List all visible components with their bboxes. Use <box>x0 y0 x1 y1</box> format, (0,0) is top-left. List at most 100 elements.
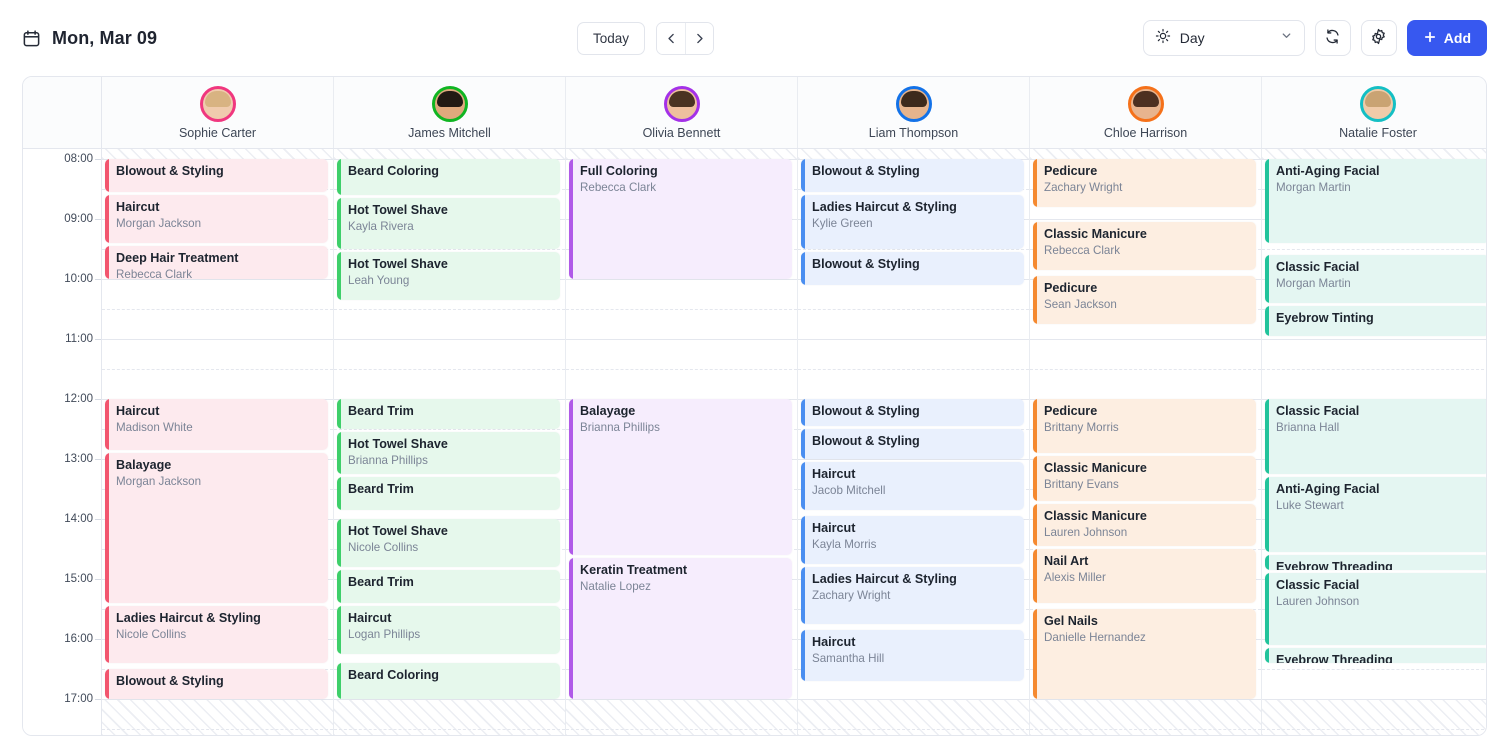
calendar-event[interactable]: Blowout & Styling <box>801 159 1024 192</box>
event-title: Hot Towel Shave <box>348 203 448 217</box>
event-accent-bar <box>801 252 805 285</box>
calendar-event[interactable]: Blowout & Styling <box>801 399 1024 426</box>
time-tick-label: 16:00 <box>64 633 93 645</box>
resource-name: Natalie Foster <box>1339 125 1417 140</box>
resource-header-3[interactable]: Olivia Bennett <box>566 77 798 148</box>
event-accent-bar <box>105 159 109 192</box>
calendar-event[interactable]: Blowout & Styling <box>105 159 328 192</box>
calendar-event[interactable]: Blowout & Styling <box>105 669 328 699</box>
calendar-event[interactable]: Eyebrow Tinting <box>1265 306 1486 336</box>
event-client-name: Jacob Mitchell <box>812 484 886 497</box>
calendar-event[interactable]: Beard Coloring <box>337 159 560 195</box>
event-accent-bar <box>1265 159 1269 243</box>
next-day-button[interactable] <box>685 23 714 54</box>
view-mode-select[interactable]: Day <box>1142 20 1305 56</box>
time-tick-mark <box>95 339 101 340</box>
time-tick-mark <box>95 399 101 400</box>
calendar-event[interactable]: Beard Trim <box>337 477 560 510</box>
calendar-event[interactable]: Blowout & Styling <box>801 429 1024 459</box>
event-title: Keratin Treatment <box>580 563 688 577</box>
resource-header-gutter <box>23 77 102 148</box>
gridline-half-hour <box>798 249 1029 250</box>
gridline-hour <box>1030 219 1261 220</box>
unavailable-band-top <box>334 149 565 159</box>
event-accent-bar <box>1033 399 1037 453</box>
time-tick-mark <box>95 579 101 580</box>
resource-header-6[interactable]: Natalie Foster <box>1262 77 1486 148</box>
event-title: Ladies Haircut & Styling <box>116 611 261 625</box>
event-title: Anti-Aging Facial <box>1276 164 1380 178</box>
event-accent-bar <box>337 399 341 429</box>
event-accent-bar <box>569 399 573 555</box>
prev-day-button[interactable] <box>657 23 686 54</box>
gridline-half-hour <box>1030 729 1261 730</box>
event-client-name: Zachary Wright <box>1044 181 1123 194</box>
settings-button[interactable] <box>1360 20 1397 56</box>
gridline-half-hour <box>102 309 333 310</box>
resource-name: James Mitchell <box>408 125 491 140</box>
resource-header-1[interactable]: Sophie Carter <box>102 77 334 148</box>
resource-header-4[interactable]: Liam Thompson <box>798 77 1030 148</box>
calendar-event[interactable]: Blowout & Styling <box>801 252 1024 285</box>
gridline-half-hour <box>566 309 797 310</box>
resource-header-5[interactable]: Chloe Harrison <box>1030 77 1262 148</box>
resource-header-2[interactable]: James Mitchell <box>334 77 566 148</box>
calendar-event[interactable]: Beard Trim <box>337 570 560 603</box>
today-button[interactable]: Today <box>577 22 646 55</box>
calendar-event[interactable]: Beard Coloring <box>337 663 560 699</box>
calendar-event[interactable]: Beard Trim <box>337 399 560 429</box>
event-accent-bar <box>801 516 805 564</box>
app-header: Mon, Mar 09 Today Day <box>0 0 1509 76</box>
time-tick-mark <box>95 699 101 700</box>
calendar-event[interactable]: Eyebrow Threading <box>1265 555 1486 570</box>
event-title: Pedicure <box>1044 281 1098 295</box>
add-button[interactable]: Add <box>1406 20 1487 56</box>
gridline-hour <box>102 279 333 280</box>
event-accent-bar <box>1265 399 1269 474</box>
refresh-button[interactable] <box>1314 20 1351 56</box>
event-accent-bar <box>337 663 341 699</box>
event-client-name: Rebecca Clark <box>116 268 193 279</box>
calendar-event[interactable]: Eyebrow Threading <box>1265 648 1486 663</box>
header-actions: Day <box>1142 20 1487 56</box>
